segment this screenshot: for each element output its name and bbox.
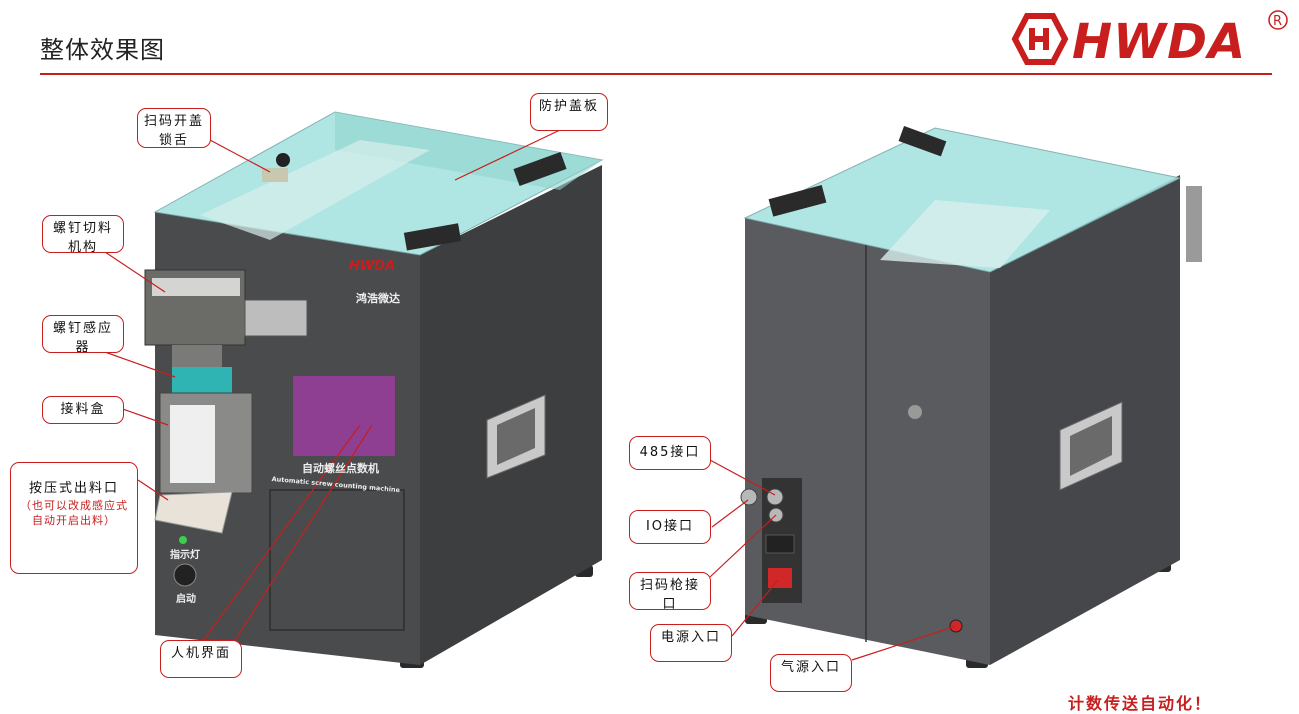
screw-sensor-shape	[172, 367, 232, 393]
start-label: 启动	[176, 594, 196, 605]
callout-screw-sensor: 螺钉感应器	[42, 315, 124, 355]
screen-title-cn: 自动螺丝点数机	[302, 462, 379, 475]
header-divider	[40, 73, 1272, 75]
callout-port-io: IO接口	[629, 510, 711, 544]
right-machine-back-panel	[745, 218, 990, 665]
callout-port-485: 485接口	[629, 436, 711, 470]
callout-hmi: 人机界面	[160, 640, 242, 678]
callout-press-outlet: 按压式出料口 （也可以改成感应式自动开启出料）	[10, 462, 138, 574]
callout-cutting-mechanism: 螺钉切料机构	[42, 215, 124, 255]
indicator-label: 指示灯	[170, 550, 200, 561]
footer-slogan: 计数传送自动化！	[1068, 694, 1213, 713]
press-outlet-note: （也可以改成感应式自动开启出料）	[20, 499, 128, 527]
callout-power-in: 电源入口	[650, 624, 732, 662]
callout-receiving-box: 接料盒	[42, 396, 124, 424]
callout-scan-lock: 扫码开盖锁舌	[137, 108, 211, 148]
page-title: 整体效果图	[40, 36, 165, 64]
callout-port-scanner: 扫码枪接口	[629, 572, 711, 612]
registered-mark: R	[1273, 14, 1282, 29]
brand-logo-icon: R	[1011, 10, 1288, 65]
machine-brand-cn: 鸿浩微达	[356, 292, 400, 305]
callout-cover-plate: 防护盖板	[530, 93, 608, 131]
brand-wordmark: HWDA	[1072, 14, 1247, 70]
callout-air-in: 气源入口	[770, 654, 852, 692]
hmi-screen-shape	[293, 376, 395, 456]
leader-lines	[104, 129, 957, 661]
machine-brand-plate: HWDA	[349, 259, 396, 274]
